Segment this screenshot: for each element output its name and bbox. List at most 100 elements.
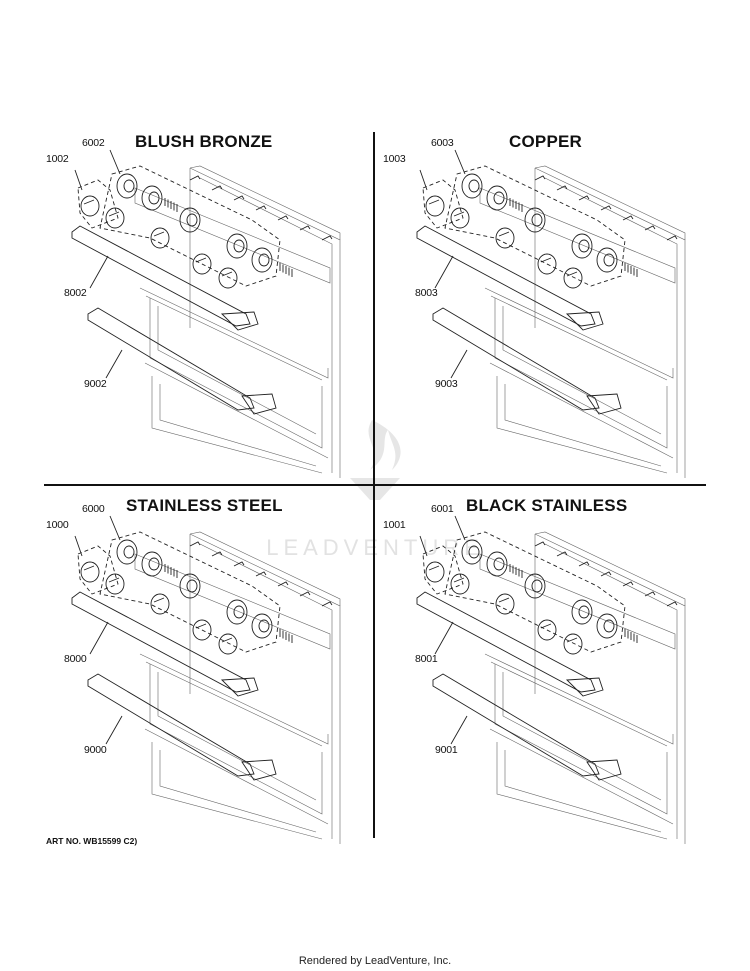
knob-icon xyxy=(80,195,100,217)
screw xyxy=(666,235,678,241)
part-number-knob-large[interactable]: 6003 xyxy=(431,137,454,149)
lower-door-window-inner xyxy=(504,384,662,467)
part-number-handle-lower[interactable]: 9001 xyxy=(435,744,458,756)
dial-knob-center xyxy=(531,579,543,593)
screw xyxy=(299,225,311,231)
knob-small-group-outline xyxy=(77,179,119,229)
control-panel xyxy=(479,187,676,284)
quadrant-copper: COPPER 1003 6003 8003 9003 xyxy=(383,128,715,478)
knob-icon xyxy=(450,573,470,595)
lower-door-window xyxy=(489,728,674,840)
knob-pointer xyxy=(195,257,207,263)
leader-line xyxy=(450,715,468,745)
part-number-handle-upper[interactable]: 8002 xyxy=(64,287,87,299)
part-number-knob-small[interactable]: 1001 xyxy=(383,519,406,531)
part-number-handle-upper[interactable]: 8003 xyxy=(415,287,438,299)
part-number-knob-small[interactable]: 1000 xyxy=(46,519,69,531)
upper-door-window-inner xyxy=(502,672,662,801)
dial-knob-icon xyxy=(251,613,273,639)
dial-knob-icon xyxy=(226,233,248,259)
part-number-knob-large[interactable]: 6000 xyxy=(82,503,105,515)
knob-icon xyxy=(105,207,125,229)
quadrant-stainless-steel: STAINLESS STEEL 1000 6000 8000 9000 xyxy=(40,494,370,844)
knob-icon xyxy=(537,253,557,275)
oven-exploded-diagram xyxy=(71,515,341,844)
dial-knob-icon xyxy=(116,539,138,565)
knob-icon xyxy=(425,195,445,217)
knob-large-group-outline xyxy=(444,531,626,653)
knob-small-group-outline xyxy=(422,545,464,595)
dial-knob-center xyxy=(603,619,615,633)
dial-knob-icon xyxy=(251,247,273,273)
part-number-handle-upper[interactable]: 8000 xyxy=(64,653,87,665)
oven-assembly xyxy=(416,515,686,844)
dial-knob-center xyxy=(258,619,270,633)
lower-handle-bar xyxy=(87,673,255,777)
upper-door-edge xyxy=(484,287,674,381)
part-number-handle-lower[interactable]: 9003 xyxy=(435,378,458,390)
screw xyxy=(233,195,245,201)
dial-knob-icon xyxy=(141,185,163,211)
lower-door-window xyxy=(489,362,674,474)
part-number-knob-small[interactable]: 1002 xyxy=(46,153,69,165)
dial-knob-center xyxy=(531,213,543,227)
dial-knob-icon xyxy=(179,207,201,233)
leader-line xyxy=(434,621,454,655)
knob-icon xyxy=(563,267,583,289)
lower-handle-endcap xyxy=(586,759,622,781)
knob-pointer xyxy=(540,257,552,263)
dial-knob-icon xyxy=(179,573,201,599)
screw xyxy=(534,541,546,547)
upper-handle-bar xyxy=(416,225,596,327)
leader-line xyxy=(434,255,454,289)
screw xyxy=(666,601,678,607)
part-number-handle-lower[interactable]: 9000 xyxy=(84,744,107,756)
lower-handle-endcap xyxy=(241,759,277,781)
dial-knob-center xyxy=(603,253,615,267)
dial-knob-icon xyxy=(524,207,546,233)
leader-line xyxy=(74,169,83,191)
screw xyxy=(321,235,333,241)
knob-pointer xyxy=(153,231,165,237)
screw xyxy=(255,571,267,577)
dial-knob-center xyxy=(233,239,245,253)
dial-knob-icon xyxy=(116,173,138,199)
upper-handle-endcap xyxy=(565,311,604,331)
knob-pointer xyxy=(498,597,510,603)
knob-pointer xyxy=(221,637,233,643)
upper-handle-bar xyxy=(71,591,251,693)
quadrant-title: STAINLESS STEEL xyxy=(126,496,283,515)
oven-top-edge xyxy=(534,531,686,606)
screw xyxy=(556,551,568,557)
screw xyxy=(644,591,656,597)
lower-handle-endcap xyxy=(586,393,622,415)
screw xyxy=(600,205,612,211)
knob-icon xyxy=(425,561,445,583)
knob-pointer xyxy=(153,597,165,603)
part-number-knob-small[interactable]: 1003 xyxy=(383,153,406,165)
oven-exploded-diagram xyxy=(416,515,686,844)
upper-door-window-inner xyxy=(502,306,662,435)
part-number-handle-upper[interactable]: 8001 xyxy=(415,653,438,665)
upper-door-window xyxy=(494,664,668,815)
dial-knob-center xyxy=(468,179,480,193)
knob-icon xyxy=(150,593,170,615)
upper-handle-endcap xyxy=(565,677,604,697)
dial-knob-center xyxy=(123,179,135,193)
oven-top-edge xyxy=(189,531,341,606)
screw xyxy=(644,225,656,231)
part-number-handle-lower[interactable]: 9002 xyxy=(84,378,107,390)
leader-line xyxy=(450,349,468,379)
watermark-text: LEADVENTURE xyxy=(266,535,484,560)
upper-handle-bar xyxy=(71,225,251,327)
screw xyxy=(622,581,634,587)
part-number-knob-large[interactable]: 6002 xyxy=(82,137,105,149)
leader-line xyxy=(89,621,109,655)
dial-knob-center xyxy=(233,605,245,619)
part-number-knob-large[interactable]: 6001 xyxy=(431,503,454,515)
leader-line xyxy=(105,349,123,379)
knob-icon xyxy=(192,619,212,641)
upper-door-window-inner xyxy=(157,306,317,435)
horizontal-divider xyxy=(44,484,706,486)
oven-body-edge xyxy=(199,543,333,839)
